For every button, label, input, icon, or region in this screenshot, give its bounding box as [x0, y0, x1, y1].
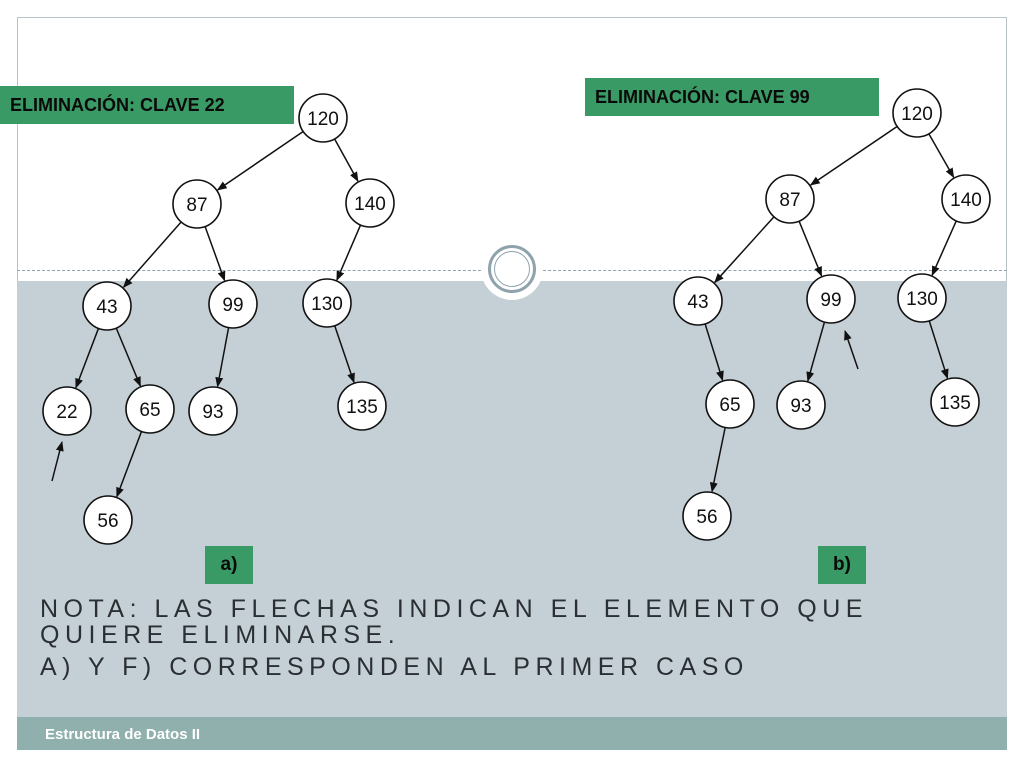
ring-ornament-icon	[488, 245, 536, 293]
tree-node-140	[345, 178, 395, 228]
tree-node-label-99: 99	[820, 290, 841, 311]
tree-b: 120 87 140 43 99 130 65 93 135 56	[673, 88, 991, 541]
tree-edge-120-140	[928, 133, 955, 179]
tree-node-140	[941, 174, 991, 224]
tree-node-93	[776, 380, 826, 430]
tree-node-120	[892, 88, 942, 138]
tree-a: 120 87 140 43 99 130 22 65 93 135 56	[42, 93, 395, 545]
tree-node-label-130: 130	[311, 294, 343, 315]
tree-node-label-120: 120	[901, 104, 933, 125]
tree-node-label-93: 93	[790, 396, 811, 417]
tree-node-label-65: 65	[719, 395, 740, 416]
tree-node-label-99: 99	[222, 295, 243, 316]
delete-marker-arrow-99	[844, 330, 859, 370]
tree-edge-43-65	[115, 327, 142, 387]
tree-node-99	[208, 279, 258, 329]
tree-node-135	[930, 377, 980, 427]
tree-edge-65-56	[116, 431, 143, 498]
tree-node-22	[42, 386, 92, 436]
tree-node-label-43: 43	[96, 297, 117, 318]
tree-node-120	[298, 93, 348, 143]
tree-node-99	[806, 274, 856, 324]
footer-text: Estructura de Datos II	[45, 726, 201, 743]
tree-edge-140-130	[336, 224, 362, 281]
tree-node-135	[337, 381, 387, 431]
tree-node-56	[83, 495, 133, 545]
tree-node-65	[705, 379, 755, 429]
footer-bar: Estructura de Datos II	[17, 717, 1007, 750]
tree-edge-140-130	[931, 220, 957, 277]
note-line-2: a) y f) corresponden al primer caso	[40, 653, 749, 681]
tree-node-label-140: 140	[354, 194, 386, 215]
caption-a: a)	[205, 546, 253, 584]
slide-lower-band	[17, 281, 1007, 717]
note-line-1: Nota: las flechas indican el elemento qu…	[40, 595, 868, 649]
tree-node-43	[673, 276, 723, 326]
tree-edge-130-135	[334, 325, 355, 384]
tree-edge-120-87	[809, 125, 898, 186]
tree-node-label-130: 130	[906, 289, 938, 310]
tree-edge-87-99	[204, 226, 226, 282]
tree-node-label-135: 135	[939, 393, 971, 414]
tree-node-65	[125, 384, 175, 434]
tree-edge-130-135	[928, 320, 949, 380]
tree-node-label-65: 65	[139, 400, 160, 421]
tree-node-130	[302, 278, 352, 328]
tree-edge-65-56	[709, 427, 726, 493]
tree-node-130	[897, 273, 947, 323]
tree-edge-87-99	[798, 220, 823, 277]
tree-node-label-43: 43	[687, 292, 708, 313]
tree-edge-99-93	[806, 321, 826, 382]
tree-node-label-135: 135	[346, 397, 378, 418]
tree-edge-120-87	[216, 130, 304, 191]
tree-edge-43-65	[704, 323, 724, 382]
tree-edge-43-22	[75, 328, 100, 389]
tree-node-label-87: 87	[779, 190, 800, 211]
tree-node-label-93: 93	[202, 402, 223, 423]
deletion-title-b: ELIMINACIÓN: CLAVE 99	[585, 78, 879, 116]
tree-node-label-56: 56	[696, 507, 717, 528]
tree-node-87	[172, 179, 222, 229]
tree-node-label-120: 120	[307, 109, 339, 130]
tree-node-43	[82, 281, 132, 331]
tree-edge-120-140	[333, 138, 359, 182]
tree-node-56	[682, 491, 732, 541]
tree-node-93	[188, 386, 238, 436]
deletion-title-a: ELIMINACIÓN: CLAVE 22	[0, 86, 294, 124]
tree-node-label-22: 22	[56, 402, 77, 423]
delete-marker-arrow-22	[51, 441, 64, 482]
caption-b: b)	[818, 546, 866, 584]
note-text: Nota: las flechas indican el elemento qu…	[40, 596, 1000, 680]
tree-node-87	[765, 174, 815, 224]
tree-edge-87-43	[714, 216, 775, 284]
tree-edge-87-43	[122, 221, 182, 289]
tree-edge-99-93	[215, 327, 230, 388]
tree-node-label-87: 87	[186, 195, 207, 216]
tree-node-label-56: 56	[97, 511, 118, 532]
tree-node-label-140: 140	[950, 190, 982, 211]
